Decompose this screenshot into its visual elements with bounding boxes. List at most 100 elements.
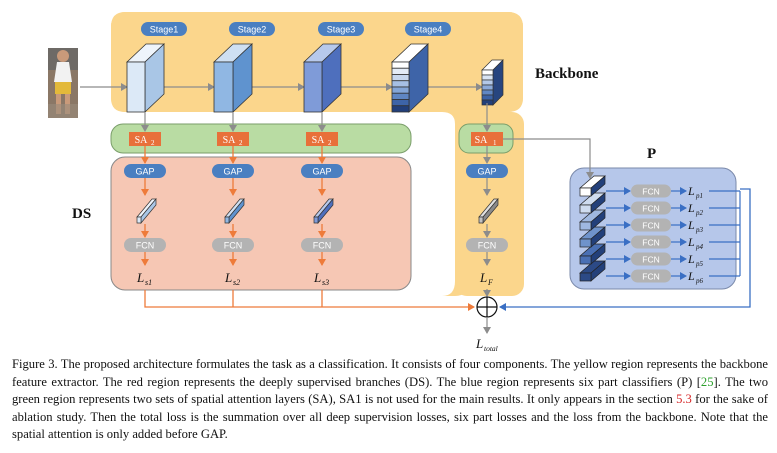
total-loss-symbol: L [475, 336, 483, 351]
part-loss-subscript-4: p4 [695, 243, 704, 251]
sa2-box-1 [129, 132, 161, 146]
backbone-gap-label: GAP [477, 167, 496, 177]
backbone-gap-pill [466, 164, 508, 178]
part-fcn-label-6: FCN [642, 271, 659, 281]
part-fcn-pill-5 [631, 252, 671, 266]
sa2-label-3: SA [312, 135, 326, 146]
part-slice-1 [579, 175, 606, 197]
sa2-label-2: SA [223, 135, 237, 146]
part-fcn-pill-4 [631, 235, 671, 249]
main-loss-subscript: F [487, 278, 493, 287]
sa1-box [471, 132, 503, 146]
part-loss-symbol-3: L [687, 218, 695, 232]
part-loss-subscript-5: p5 [695, 260, 704, 268]
part-slice-2 [579, 192, 606, 214]
section-link[interactable]: 5.3 [676, 392, 692, 407]
ds-loss-symbol-2: L [224, 270, 232, 285]
citation-link[interactable]: 25 [700, 374, 714, 389]
ds-loss-subscript-3: s3 [322, 278, 329, 287]
summation: L total [144, 188, 751, 353]
part-fcn-pill-2 [631, 201, 671, 215]
sa2-box-3 [306, 132, 338, 146]
ds-gap-label-3: GAP [312, 167, 331, 177]
part-loss-subscript-2: p2 [695, 209, 704, 217]
stage3-cube [302, 43, 343, 113]
ds-fcn-label-3: FCN [313, 241, 332, 251]
ds-feature-vector-2 [224, 198, 245, 224]
sa2-box-2 [217, 132, 249, 146]
stage5-cube [481, 59, 504, 106]
backbone-branch: GAP FCN L F [466, 146, 508, 287]
part-fcn-pill-6 [631, 269, 671, 283]
part-slice-3 [579, 209, 606, 231]
p-sum-line [499, 188, 751, 311]
caption-text-1: Figure 3. The proposed architecture form… [12, 357, 768, 389]
ds-feature-vector-1 [136, 198, 157, 224]
stage4-pill [405, 22, 451, 36]
stage2-label: Stage2 [238, 25, 267, 35]
sa2-subscript-1: 2 [151, 139, 155, 147]
part-fcn-pill-1 [631, 184, 671, 198]
sa2-label-1: SA [135, 135, 149, 146]
main-loss-symbol: L [479, 270, 487, 285]
ds-gap-pill-2 [212, 164, 254, 178]
ds-sum-line [144, 290, 475, 311]
caption-text-3: for the sake of ablation study. Then the… [12, 392, 768, 442]
total-loss-subscript: total [484, 344, 498, 353]
sa1-subscript: 1 [493, 139, 497, 147]
backbone-fcn-label: FCN [478, 241, 497, 251]
stage1-cube [125, 43, 166, 113]
part-fcn-label-5: FCN [642, 254, 659, 264]
ds-fcn-pill-2 [212, 238, 254, 252]
part-fcn-label-1: FCN [642, 186, 659, 196]
stage4-label: Stage4 [414, 25, 443, 35]
sa1-label: SA [475, 135, 489, 146]
figure-caption: Figure 3. The proposed architecture form… [12, 356, 768, 444]
part-fcn-label-3: FCN [642, 220, 659, 230]
input-image [48, 48, 78, 118]
ds-gap-label-2: GAP [223, 167, 242, 177]
stage3-label: Stage3 [327, 25, 356, 35]
stage3-pill [318, 22, 364, 36]
part-fcn-label-4: FCN [642, 237, 659, 247]
ds-gap-pill-3 [301, 164, 343, 178]
sa2-subscript-2: 2 [239, 139, 243, 147]
ds-fcn-pill-1 [124, 238, 166, 252]
part-fcn-pill-3 [631, 218, 671, 232]
ds-fcn-label-2: FCN [224, 241, 243, 251]
stage4-cube [390, 43, 430, 113]
stage-to-sa-arrows [141, 103, 491, 132]
part-loss-symbol-5: L [687, 252, 695, 266]
sa1-to-p-arrow [503, 138, 594, 179]
stage1-label: Stage1 [150, 25, 179, 35]
ds-loss-symbol-3: L [313, 270, 321, 285]
part-loss-symbol-2: L [687, 201, 695, 215]
part-loss-subscript-1: p1 [695, 192, 703, 200]
architecture-diagram: Backbone DS P Stage1 Stage2 Stage3 Stage… [48, 12, 751, 353]
part-loss-symbol-6: L [687, 269, 695, 283]
part-loss-subscript-6: p6 [695, 277, 704, 285]
ds-loss-subscript-2: s2 [233, 278, 240, 287]
ds-gap-pill-1 [124, 164, 166, 178]
ds-fcn-pill-3 [301, 238, 343, 252]
ds-loss-subscript-1: s1 [145, 278, 152, 287]
part-slice-5 [579, 243, 606, 265]
part-slice-6 [579, 260, 606, 282]
part-fcn-label-2: FCN [642, 203, 659, 213]
ds-loss-symbol-1: L [136, 270, 144, 285]
part-slice-4 [579, 226, 606, 248]
stage1-pill [141, 22, 187, 36]
part-loss-symbol-4: L [687, 235, 695, 249]
backbone-label: Backbone [535, 66, 599, 82]
part-loss-symbol-1: L [687, 184, 695, 198]
sa2-subscript-3: 2 [328, 139, 332, 147]
ds-label: DS [72, 206, 91, 222]
ds-gap-label-1: GAP [135, 167, 154, 177]
caption-text-2: ]. The two green region represents two s… [12, 374, 768, 407]
ds-fcn-label-1: FCN [136, 241, 155, 251]
ds-region [110, 156, 412, 291]
backbone-fcn-pill [466, 238, 508, 252]
p-label: P [647, 146, 656, 162]
backbone-feature-vector [478, 198, 499, 224]
stage2-pill [229, 22, 275, 36]
